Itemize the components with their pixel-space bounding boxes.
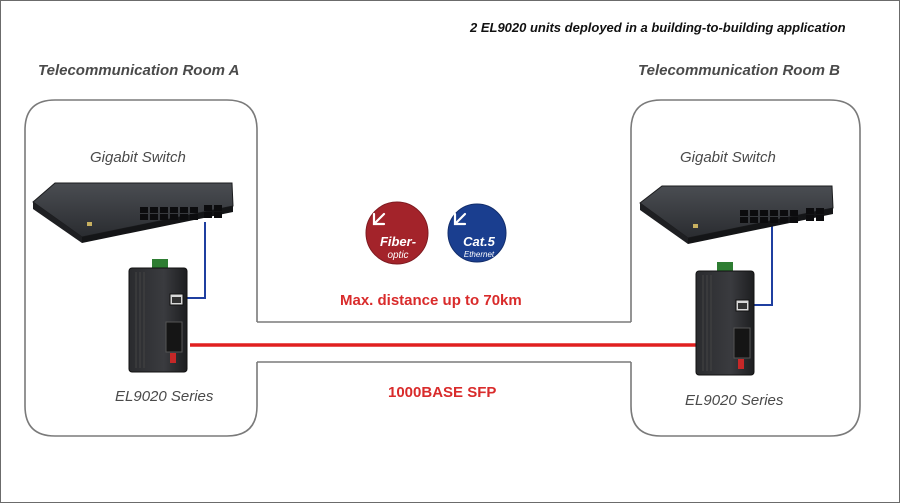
room-a-outline <box>24 99 258 437</box>
gigabit-switch-b <box>639 185 834 244</box>
device-b-label: EL9020 Series <box>685 392 784 409</box>
diagram-caption: 2 EL9020 units deployed in a building-to… <box>470 20 846 35</box>
fiber-optic-legend-icon: Fiber- optic <box>365 201 429 265</box>
device-a-label: EL9020 Series <box>115 388 214 405</box>
room-b-title: Telecommunication Room B <box>638 62 840 79</box>
switch-b-label: Gigabit Switch <box>680 149 776 166</box>
ethernet-link-b <box>748 222 773 306</box>
sfp-label: 1000BASE SFP <box>388 384 497 401</box>
distance-label: Max. distance up to 70km <box>340 292 522 309</box>
ethernet-link-a <box>184 222 206 299</box>
fiber-legend-line1: Fiber- <box>380 234 416 249</box>
switch-a-label: Gigabit Switch <box>90 149 186 166</box>
gigabit-switch-a <box>32 182 234 243</box>
room-b-outline <box>630 99 861 437</box>
room-a-title: Telecommunication Room A <box>38 62 240 79</box>
fiber-legend-line2: optic <box>387 250 408 261</box>
el9020-unit-a <box>128 259 188 373</box>
cat5-legend-line2: Ethernet <box>464 250 495 259</box>
cat5-legend-line1: Cat.5 <box>463 234 496 249</box>
el9020-unit-b <box>695 262 755 376</box>
cat5-ethernet-legend-icon: Cat.5 Ethernet <box>447 203 507 263</box>
